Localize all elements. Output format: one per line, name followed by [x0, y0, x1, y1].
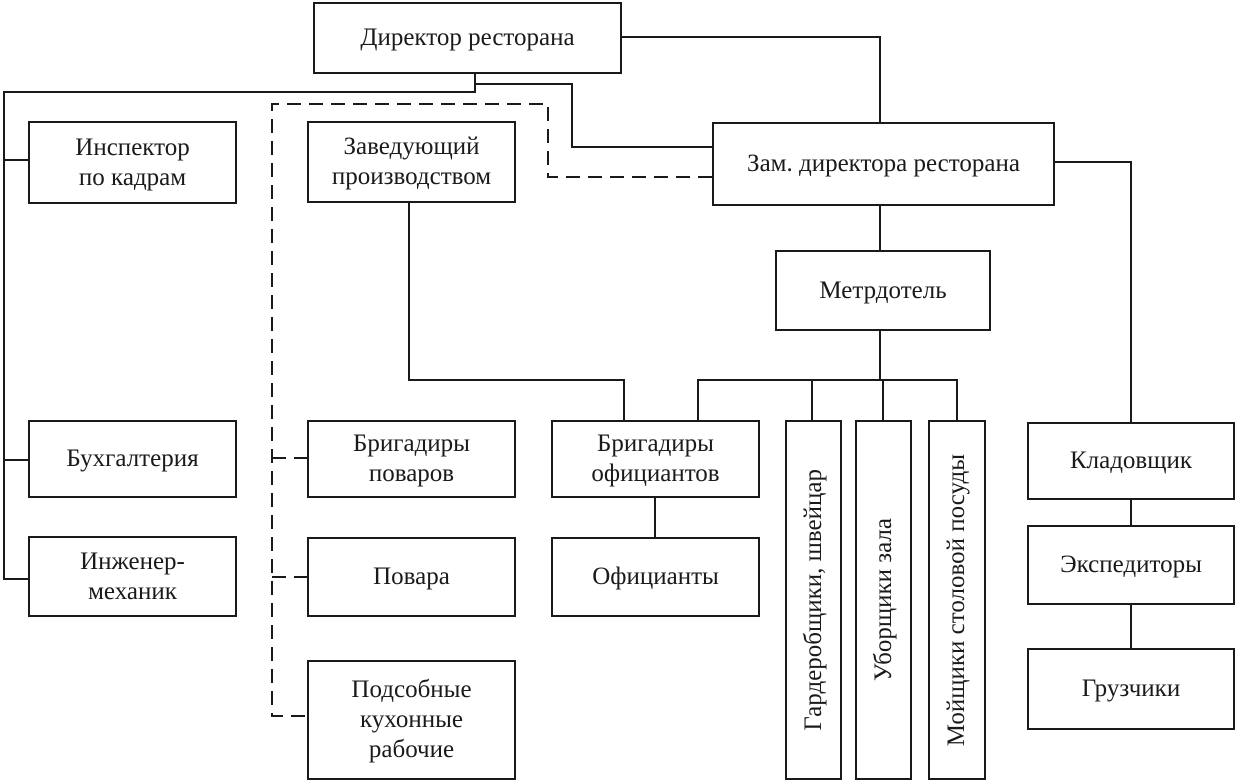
link-director-left-trunk — [3, 74, 476, 580]
node-waiters: Официанты — [551, 537, 760, 617]
node-engineer: Инженер- механик — [28, 536, 237, 617]
link-deputy-storekeeper — [1055, 161, 1132, 422]
node-cleaners: Уборщики зала — [855, 420, 912, 780]
node-production-head: Заведующий производством — [307, 121, 516, 203]
dashed-deputy-kitchen — [271, 103, 712, 717]
node-loaders: Грузчики — [1027, 648, 1235, 730]
node-director: Директор ресторана — [313, 2, 622, 74]
link-hall-bus — [697, 379, 958, 420]
node-deputy: Зам. директора ресторана — [712, 122, 1055, 206]
node-hr-inspector: Инспектор по кадрам — [28, 121, 237, 204]
node-cook-foremen: Бригадиры поваров — [307, 420, 516, 498]
node-forwarders: Экспедиторы — [1027, 525, 1235, 605]
node-cloakroom: Гардеробщики, швейцар — [785, 420, 842, 780]
node-waiter-foremen-label: Бригадиры официантов — [591, 430, 720, 487]
node-hr-inspector-label: Инспектор по кадрам — [75, 133, 190, 191]
node-storekeeper: Кладовщик — [1027, 422, 1235, 500]
node-dishwashers: Мойщики столовой посуды — [928, 420, 986, 780]
node-cook-foremen-label: Бригадиры поваров — [353, 430, 470, 487]
node-accounting: Бухгалтерия — [28, 420, 237, 498]
node-waiter-foremen: Бригадиры официантов — [551, 420, 760, 498]
node-kitchen-helpers-label: Подсобные кухонные рабочие — [351, 676, 472, 763]
link-production-foremen — [408, 203, 625, 420]
link-director-deputy-secondary — [475, 83, 712, 148]
node-engineer-label: Инженер- механик — [80, 547, 185, 605]
node-production-head-label: Заведующий производством — [331, 133, 492, 190]
node-kitchen-helpers: Подсобные кухонные рабочие — [307, 660, 516, 780]
link-director-deputy — [622, 36, 881, 122]
node-cooks: Повара — [307, 537, 516, 617]
node-maitre: Метрдотель — [775, 250, 991, 331]
